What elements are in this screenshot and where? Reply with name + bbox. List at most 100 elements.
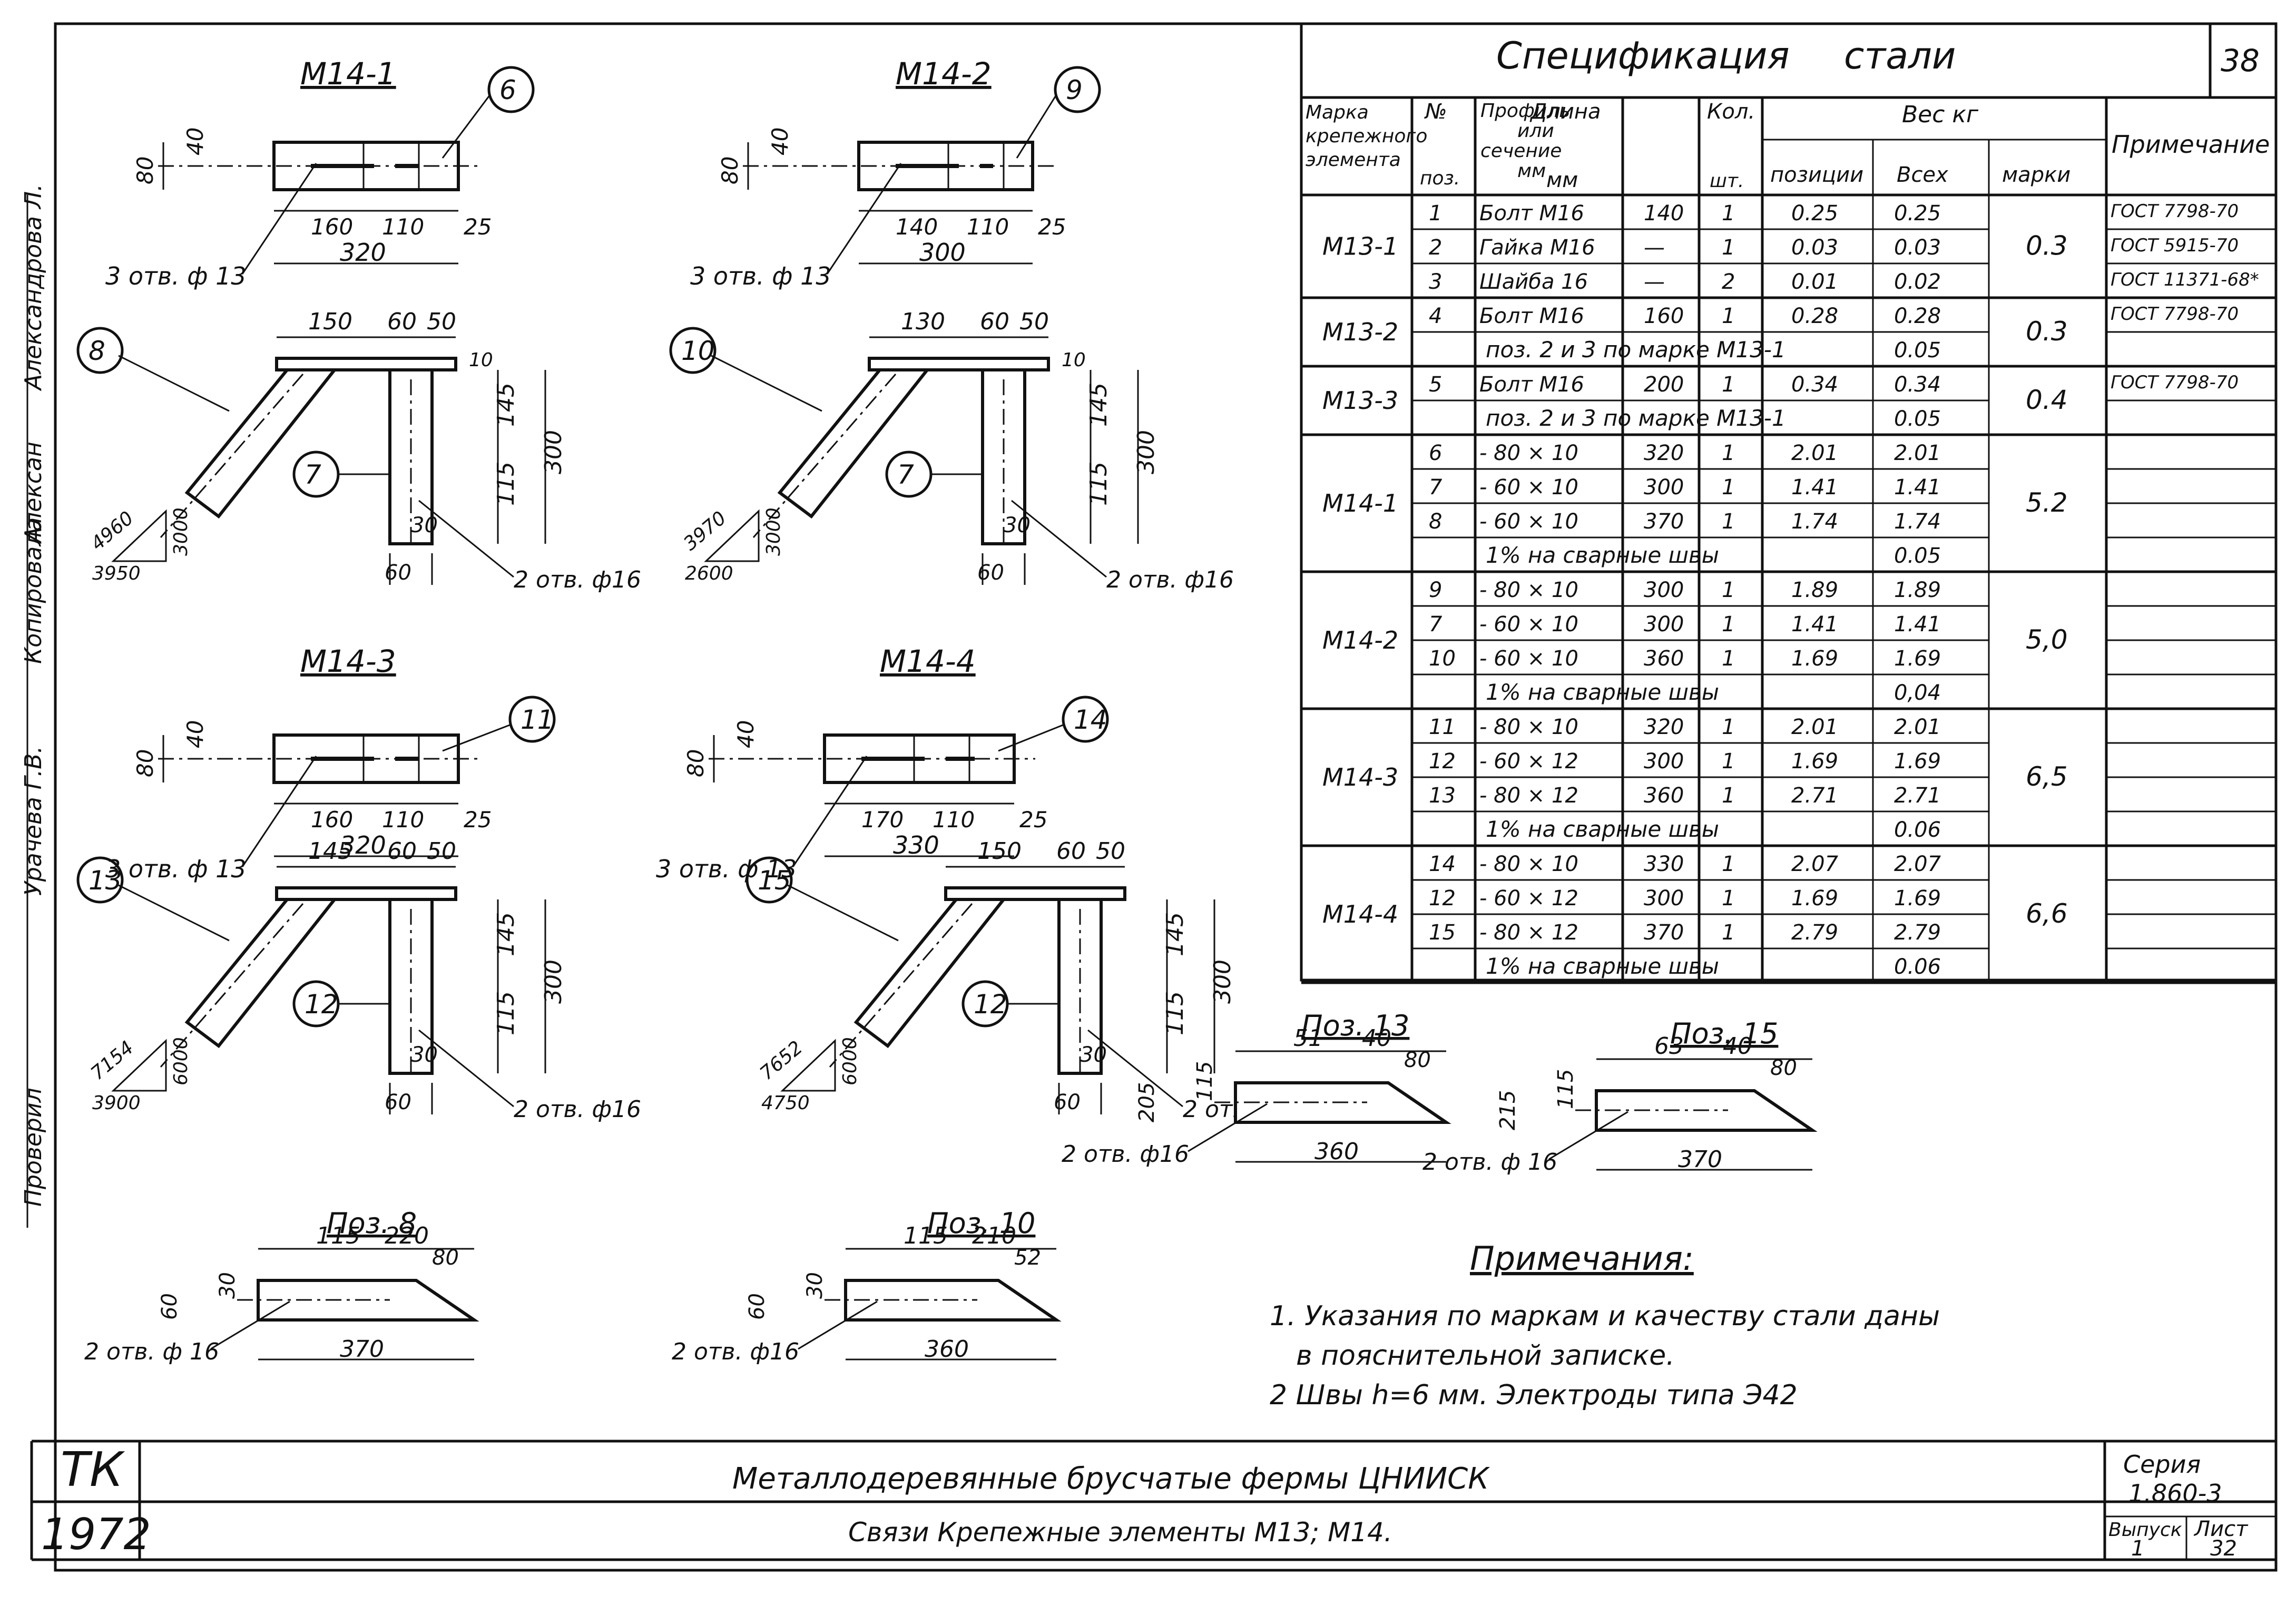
side-checked: Проверил <box>20 1088 47 1207</box>
dim-1: 115 <box>904 1222 948 1249</box>
weight-position: 1.41 <box>1791 475 1838 500</box>
position-title: Поз. 13 <box>1301 1009 1409 1042</box>
dim-side-total: 300 <box>540 430 567 474</box>
dim-spacing-1: 160 <box>311 214 353 240</box>
position-number: 11 <box>1429 715 1456 739</box>
dim-bottom-1: 30 <box>1080 1043 1107 1067</box>
dim-height: 215 <box>1496 1090 1520 1130</box>
weld-share-label: 1% на сварные швы <box>1486 679 1719 705</box>
dim-side-1: 145 <box>1162 912 1189 956</box>
position-balloon <box>1062 696 1109 743</box>
weight-total: 2.79 <box>1894 921 1941 945</box>
balloon-label: 7 <box>305 459 321 490</box>
balloon-label: 10 <box>681 336 715 366</box>
weight-position: 2.07 <box>1791 852 1839 876</box>
weight-total: 0.25 <box>1894 201 1941 226</box>
length-value: 360 <box>1644 784 1684 808</box>
notes: Примечания: 1. Указания по маркам и каче… <box>1270 1239 1940 1411</box>
dim-plate-length: 300 <box>919 238 966 267</box>
weight-position: 1.69 <box>1791 749 1838 774</box>
spec-header-mark: крепежного <box>1306 125 1427 147</box>
sheet-number: 38 <box>2221 43 2260 79</box>
dim-side-2: 115 <box>493 991 519 1035</box>
position-number: 12 <box>1429 749 1456 774</box>
profile-value: Болт М16 <box>1479 373 1584 397</box>
dim-bottom-2: 60 <box>1054 1090 1081 1114</box>
profile-value: Болт М16 <box>1479 304 1584 328</box>
weight-position: 0.01 <box>1791 270 1838 294</box>
quantity-value: 1 <box>1722 578 1735 602</box>
dim-bottom-2: 60 <box>385 561 411 585</box>
dim-bevel: 80 <box>432 1246 459 1270</box>
profile-value: - 60 × 10 <box>1479 475 1578 500</box>
profile-value: - 80 × 10 <box>1479 441 1578 465</box>
position-number: 7 <box>1429 475 1443 500</box>
spec-header-weight: Вес кг <box>1902 101 1979 128</box>
element-mark: М13-1 <box>1322 232 1398 261</box>
mark-weight: 6,6 <box>2026 898 2068 929</box>
slope-vert: 6000 <box>170 1037 192 1085</box>
note-value: ГОСТ 7798-70 <box>2111 304 2239 325</box>
weight-total: 0.05 <box>1894 407 1941 431</box>
spec-header-qty: Кол. <box>1707 100 1755 124</box>
weight-total: 1.69 <box>1894 647 1941 671</box>
dim-plate-length: 330 <box>893 831 939 859</box>
dim-spacing-1: 140 <box>896 214 938 240</box>
weight-total: 1.41 <box>1894 612 1941 637</box>
dim-bevel: 80 <box>1770 1056 1797 1080</box>
length-value: 320 <box>1644 715 1684 739</box>
weight-total: 2.01 <box>1894 441 1941 465</box>
slope-vert: 3000 <box>763 507 784 556</box>
position-balloon <box>76 856 124 904</box>
length-value: 300 <box>1644 475 1684 500</box>
element-mark: М14-2 <box>1322 626 1398 654</box>
spec-header-length: мм <box>1546 168 1578 192</box>
sheet-label: Лист <box>2193 1517 2249 1541</box>
drawing-subtitle: Связи Крепежные элементы М13; М14. <box>848 1517 1392 1548</box>
balloon-label: 6 <box>499 75 516 105</box>
spec-header-mark: элемента <box>1306 149 1401 171</box>
quantity-value: 1 <box>1722 475 1735 500</box>
dim-height: 80 <box>132 156 158 184</box>
profile-value: - 80 × 10 <box>1479 578 1578 602</box>
position-number: 6 <box>1429 441 1442 465</box>
position-title: Поз. 15 <box>1670 1017 1778 1050</box>
length-value: 330 <box>1644 852 1684 876</box>
weight-position: 0.28 <box>1791 304 1838 328</box>
balloon-label: 13 <box>89 865 122 896</box>
quantity-value: 1 <box>1722 715 1735 739</box>
weld-share-label: 1% на сварные швы <box>1486 953 1719 979</box>
dim-side-total: 300 <box>1133 430 1160 474</box>
position-balloon <box>487 66 535 113</box>
position-number: 10 <box>1429 647 1456 671</box>
side-strip: Проверил Урачева Г.В. Копировала Алексан… <box>20 24 57 1423</box>
dim-hole-offset: 115 <box>1554 1069 1578 1109</box>
spec-header-length: Длина <box>1529 100 1601 124</box>
element-mark: М14-1 <box>1322 489 1398 517</box>
dim-top-4: 10 <box>469 349 493 371</box>
weight-total: 0,04 <box>1894 681 1941 705</box>
year: 1972 <box>41 1510 151 1560</box>
drawing-title: Металлодеревянные брусчатые фермы ЦНИИСК <box>732 1462 1490 1496</box>
dim-hole-offset: 40 <box>182 128 208 155</box>
detail-title: М14-1 <box>300 56 396 92</box>
dim-hole-offset: 40 <box>182 720 208 748</box>
profile-value: Шайба 16 <box>1479 270 1588 294</box>
profile-value: - 60 × 10 <box>1479 647 1578 671</box>
balloon-label: 7 <box>897 459 914 490</box>
length-value: 300 <box>1644 578 1684 602</box>
weight-total: 0.05 <box>1894 544 1941 568</box>
dim-side-1: 145 <box>493 912 519 956</box>
length-value: 370 <box>1644 921 1684 945</box>
holes-note: 2 отв. ф16 <box>672 1338 799 1365</box>
slope-horiz: 3950 <box>92 563 141 584</box>
